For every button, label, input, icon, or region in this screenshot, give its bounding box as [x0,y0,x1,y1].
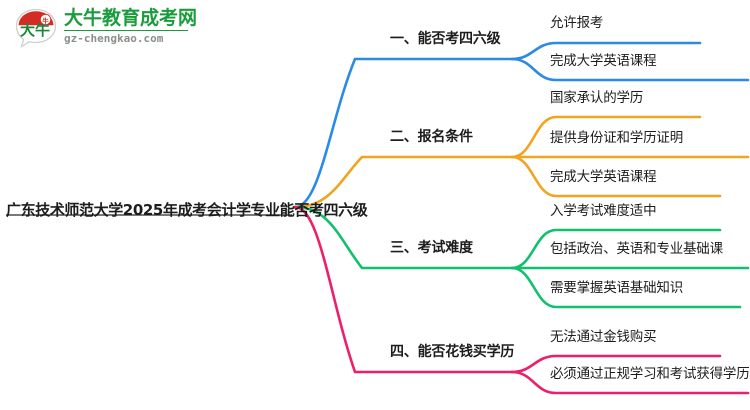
branch-node-1-label[interactable]: 一、能否考四六级 [390,31,501,47]
branch-node-3-label[interactable]: 三、考试难度 [390,240,473,256]
branch-3-trunk [293,205,514,270]
branch-3-child-3-line [510,266,742,309]
branch-1-lines [293,41,750,209]
branch-3-child-2-label[interactable]: 包括政治、英语和专业基础课 [550,241,723,257]
logo-divider [64,30,188,31]
svg-text:牛: 牛 [42,16,49,25]
branch-2-lines [293,115,750,209]
logo-bubble-icon: 大牛 牛 [14,8,58,48]
branch-node-4-label[interactable]: 四、能否花钱买学历 [390,344,515,360]
branch-node-2-label[interactable]: 二、报名条件 [390,129,473,145]
branch-1-child-2-label[interactable]: 完成大学英语课程 [550,53,657,69]
branch-2-child-2-label[interactable]: 提供身份证和学历证明 [550,130,683,146]
logo-wordmark: 大牛教育成考网 gz-chengkao.com [64,7,198,48]
branch-4-trunk [293,205,514,374]
root-node-label[interactable]: 广东技术师范大学2025年成考会计学专业能否考四六级 [6,201,368,219]
site-logo[interactable]: 大牛 牛 大牛教育成考网 gz-chengkao.com [14,6,198,50]
branch-2-trunk [293,155,514,209]
branch-1-trunk [293,57,514,209]
branch-2-child-1-line [510,115,702,159]
branch-4-child-2-line [510,370,750,395]
branch-4-lines [293,205,750,395]
branch-4-child-1-label[interactable]: 无法通过金钱购买 [550,329,657,345]
branch-1-child-2-line [510,57,750,82]
branch-2-child-3-label[interactable]: 完成大学英语课程 [550,169,657,185]
branch-3-child-3-label[interactable]: 需要掌握英语基础知识 [550,280,683,296]
branch-1-child-1-label[interactable]: 允许报考 [550,15,604,31]
logo-domain: gz-chengkao.com [64,32,164,45]
branch-3-lines [293,205,750,309]
branch-4-child-2-label[interactable]: 必须通过正规学习和考试获得学历 [550,366,750,382]
branch-2-child-1-label[interactable]: 国家承认的学历 [550,90,644,106]
svg-text:大牛: 大牛 [20,21,50,39]
branch-3-child-1-line [510,228,722,270]
logo-name: 大牛教育成考网 [64,7,198,29]
branch-2-child-3-line [510,155,722,198]
branch-3-child-1-label[interactable]: 入学考试难度适中 [550,203,657,219]
